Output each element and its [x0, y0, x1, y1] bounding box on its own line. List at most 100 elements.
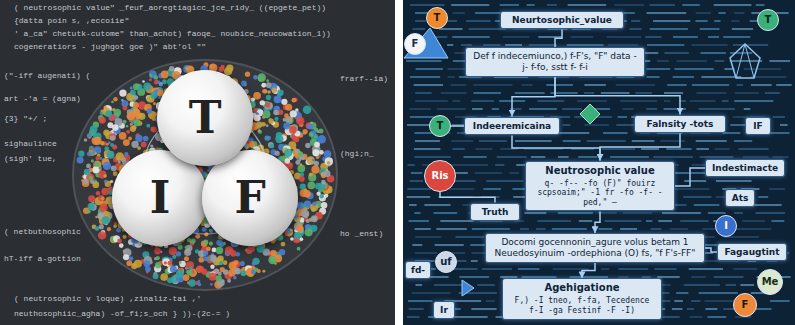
code-dash: [509, 172, 519, 174]
dot: [317, 192, 321, 196]
code-dash: [714, 60, 724, 62]
dot: [258, 73, 266, 81]
dot: [124, 152, 128, 156]
code-dash: [558, 212, 593, 214]
dot: [314, 161, 319, 166]
code-dash: [769, 60, 790, 62]
code-dash: [505, 44, 522, 46]
dot: [131, 141, 138, 148]
dot: [123, 254, 129, 260]
code-dash: [696, 148, 708, 150]
dot: [88, 195, 95, 202]
dot: [93, 137, 101, 145]
code-dash: [558, 156, 569, 158]
code-dash: [413, 28, 426, 30]
code-dash: [664, 100, 670, 102]
code-dash: [448, 76, 455, 78]
dot: [312, 149, 319, 156]
dot: [324, 150, 332, 158]
dot: [84, 169, 90, 175]
code-dash: [744, 68, 781, 70]
code-dash: [704, 300, 735, 302]
code-dash: [751, 76, 787, 78]
code-dash: [414, 212, 420, 214]
dot: [185, 67, 189, 71]
dot: [262, 89, 267, 94]
dot: [152, 117, 156, 121]
dot: [295, 160, 300, 165]
dot: [90, 125, 98, 133]
code-dash: [780, 124, 788, 126]
code-dash: [700, 156, 734, 158]
dot: [176, 270, 184, 278]
code-dash: [614, 4, 644, 6]
dot: [283, 123, 290, 130]
code-line: ( neutrosophic value" _feuf_aoregtiagicc…: [14, 4, 326, 12]
code-dash: [410, 180, 423, 182]
dot: [98, 167, 101, 170]
value-dot: Ris: [424, 160, 456, 192]
code-dash: [691, 300, 700, 302]
code-dash: [451, 164, 488, 166]
code-dash: [660, 140, 685, 142]
code-dash: [733, 44, 768, 46]
code-line: ( neutrosophic v loque) ,zinaliz-tai ,': [14, 295, 201, 303]
dot: [89, 176, 93, 180]
dot: [253, 108, 258, 113]
code-dash: [536, 228, 546, 230]
code-dash: [718, 12, 725, 14]
code-dash: [473, 92, 500, 94]
code-dash: [486, 300, 495, 302]
code-dash: [676, 292, 688, 294]
code-dash: [452, 148, 464, 150]
code-dash: [740, 284, 754, 286]
code-dash: [646, 12, 686, 14]
code-line: ' a_ca" chetutk-cutome" than_achot) faoq…: [14, 30, 331, 38]
code-dash: [723, 36, 750, 38]
node-label: Docomi gocennonin_agure volus betam 1 Ne…: [491, 237, 699, 259]
code-dash: [538, 100, 565, 102]
code-dash: [577, 100, 607, 102]
code-dash: [682, 4, 699, 6]
code-line: neuthosophiic_agha) -of_fi;s_och } ))-(2…: [14, 310, 230, 318]
dot: [297, 158, 300, 161]
dot: [96, 156, 100, 160]
dot: [292, 136, 299, 143]
node-body: F,) -I tneo, f-fa, Tecedence f-I -ga Fes…: [508, 296, 656, 315]
process-box: Falnsity -tots: [634, 115, 726, 134]
code-dash: [414, 156, 450, 158]
code-dash: [414, 148, 440, 150]
code-dash: [584, 124, 608, 126]
dot: [258, 130, 262, 134]
code-dash: [601, 92, 630, 94]
code-dash: [410, 76, 440, 78]
code-dash: [662, 316, 679, 318]
dot: [82, 179, 90, 187]
star-symbol: [736, 44, 745, 78]
dot: [150, 144, 153, 147]
node-body: q- -f-- -fo (F)" fouirz scpsoaim;" -1 fr…: [531, 179, 669, 208]
dot: [109, 134, 116, 141]
dot: [240, 261, 245, 266]
code-dash: [696, 92, 726, 94]
dot: [143, 260, 150, 267]
dot: [123, 235, 127, 239]
code-dash: [672, 308, 683, 310]
dot: [201, 241, 208, 248]
code-dash: [452, 36, 490, 38]
code-dash: [407, 164, 414, 166]
dot: [153, 102, 156, 105]
dot: [209, 242, 213, 246]
dot: [110, 180, 113, 183]
dot: [110, 135, 116, 141]
code-dash: [645, 36, 661, 38]
code-dash: [452, 12, 464, 14]
dot: [285, 232, 289, 236]
dot: [297, 247, 301, 251]
dot: [303, 190, 311, 198]
dot: [159, 83, 163, 87]
flow-connector: [451, 125, 464, 127]
dot: [253, 75, 258, 80]
code-line: ("-iff augenati) (: [4, 72, 90, 80]
code-dash: [684, 180, 706, 182]
